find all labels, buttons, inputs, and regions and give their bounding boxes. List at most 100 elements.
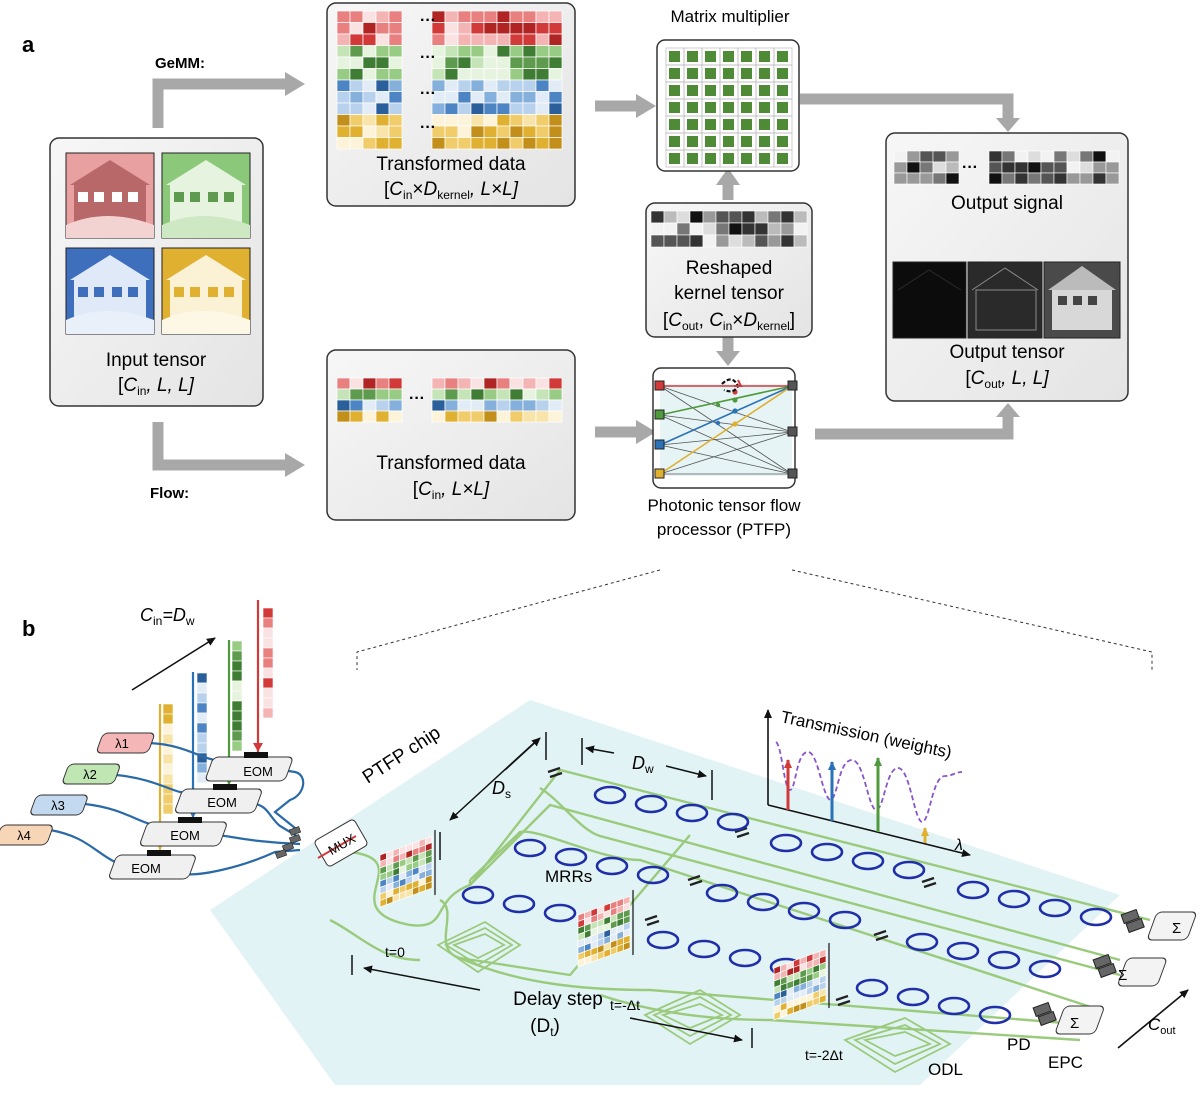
input-tensor-title: Input tensor	[106, 350, 207, 371]
input-tensor-box: Input tensor [Cin, L, L]	[49, 137, 264, 407]
svg-text:λ4: λ4	[17, 828, 31, 843]
detectors: Σ Σ Σ PD EPC ODL	[928, 908, 1197, 1079]
matrix-to-output-arrow	[800, 93, 1014, 120]
lasers: λ1 λ2 λ3 λ4	[0, 732, 155, 846]
ptfp-processor: Photonic tensor flow processor (PTFP)	[647, 367, 801, 539]
laser-3: λ3	[30, 794, 88, 816]
epc-label: EPC	[1048, 1053, 1083, 1072]
input-image-yellow	[161, 247, 251, 335]
laser-2: λ2	[62, 763, 120, 785]
svg-text:EOM: EOM	[207, 795, 237, 810]
chip-waveguides	[329, 768, 1151, 1042]
ds-label: Ds	[492, 778, 511, 801]
transformed-top-dims: [Cin×Dkernel, L×L]	[384, 179, 519, 202]
eom-2: EOM	[175, 784, 262, 814]
eoms: EOM EOM EOM EOM	[109, 752, 293, 880]
time-step-grids	[379, 829, 830, 1021]
svg-text:λ3: λ3	[51, 798, 65, 813]
ptfp-title-2: processor (PTFP)	[657, 520, 791, 539]
svg-text:···: ···	[420, 119, 436, 136]
input-image-green	[161, 152, 251, 239]
kernel-tensor-box: Reshaped kernel tensor [Cout, Cin×Dkerne…	[645, 202, 813, 338]
laser-1: λ1	[96, 732, 155, 754]
panel-b: b PTFP chip Cin=Dw λ1 λ2 λ3 λ4 EOM EOM E…	[0, 600, 1197, 1085]
cout-arrow	[1117, 989, 1189, 1049]
output-signal-ellipsis: ···	[962, 159, 978, 176]
mrr-rings	[461, 785, 1113, 1025]
panel-a-label: a	[22, 32, 35, 57]
delay-step-label: Delay step	[513, 989, 603, 1010]
flow-label: Flow:	[150, 485, 189, 502]
svg-text:λ2: λ2	[83, 767, 97, 782]
transformed-grid-bottom-right	[431, 377, 563, 423]
t2-label: t=-2Δt	[805, 1047, 843, 1063]
svg-text:Σ: Σ	[1172, 920, 1181, 937]
svg-text:···: ···	[420, 12, 436, 29]
svg-text:···: ···	[420, 49, 436, 66]
kernel-title-1: Reshaped	[686, 258, 773, 279]
svg-text:EOM: EOM	[170, 828, 200, 843]
output-signal-grid-left	[893, 150, 960, 185]
output-signal-grid-right	[988, 150, 1120, 185]
transformed-grid-top-right	[431, 10, 563, 150]
dimension-markers	[351, 732, 753, 1048]
gemm-arrow	[152, 78, 285, 128]
gemm-label: GeMM:	[155, 55, 205, 72]
odl-label: ODL	[928, 1060, 963, 1079]
transformed-data-top-box: ··· ··· ··· ··· Transformed data [Cin×Dk…	[326, 2, 576, 207]
cin-eq-label: Cin=Dw	[140, 605, 195, 628]
mux: MUX	[274, 819, 368, 867]
panel-b-label: b	[22, 616, 35, 641]
transformed-grid-bottom-left	[336, 377, 403, 423]
transformed-top-title: Transformed data	[376, 154, 526, 175]
ptfp-chip-substrate	[210, 700, 1120, 1085]
transformed-bottom-ellipsis: ···	[409, 390, 425, 407]
input-image-blue	[65, 247, 155, 335]
t1-label: t=-Δt	[610, 997, 640, 1013]
couplers	[547, 766, 937, 1007]
svg-text:Σ: Σ	[1118, 967, 1127, 984]
output-box: ··· Output signal Output tensor [Cout, L…	[885, 132, 1129, 402]
transformed-grid-top-left	[336, 10, 403, 150]
ptfp-to-output-arrow	[815, 415, 1014, 440]
svg-text:···: ···	[420, 85, 436, 102]
output-tensor-dims: [Cout, L, L]	[965, 368, 1049, 391]
svg-text:λ1: λ1	[115, 736, 129, 751]
delay-step-sub: (Dt)	[530, 1016, 560, 1039]
pd-label: PD	[1007, 1035, 1031, 1054]
zoom-lines	[356, 569, 1153, 672]
eom-4: EOM	[109, 850, 196, 880]
pd-epc-1: Σ	[1120, 908, 1197, 941]
output-signal-title: Output signal	[951, 193, 1063, 214]
matrix-multiplier-grid	[665, 47, 793, 168]
odl-spirals	[436, 920, 952, 1074]
laser-4: λ4	[0, 824, 53, 846]
input-tensor-dims: [Cin, L, L]	[118, 375, 195, 398]
kernel-grid	[650, 210, 808, 248]
transformed-bottom-dims: [Cin, L×L]	[413, 479, 490, 502]
eom-3: EOM	[140, 817, 227, 847]
transformed-top-ellipses: ··· ··· ··· ···	[420, 12, 436, 136]
eom-1: EOM	[205, 752, 293, 782]
transformed-data-bottom-box: ··· Transformed data [Cin, L×L]	[326, 349, 576, 521]
svg-text:Σ: Σ	[1070, 1015, 1079, 1032]
cin-arrow	[131, 637, 216, 691]
t0-label: t=0	[385, 944, 405, 960]
output-tensor-title: Output tensor	[949, 342, 1065, 363]
svg-text:EOM: EOM	[131, 861, 161, 876]
dw-label: Dw	[632, 753, 654, 776]
flow-arrows	[152, 78, 1014, 471]
matrix-multiplier-title: Matrix multiplier	[670, 7, 789, 26]
transformed-bottom-title: Transformed data	[376, 453, 526, 474]
input-image-red	[65, 152, 155, 239]
transmission-label: Transmission (weights)	[779, 707, 953, 762]
kernel-title-2: kernel tensor	[674, 283, 785, 304]
matrix-multiplier: Matrix multiplier	[656, 7, 800, 172]
cout-label: Cout	[1148, 1015, 1176, 1037]
flow-arrow	[152, 422, 285, 471]
mrrs-label: MRRs	[545, 867, 592, 886]
output-images	[892, 261, 1121, 339]
svg-text:EOM: EOM	[243, 764, 273, 779]
ptfp-title-1: Photonic tensor flow	[647, 496, 801, 515]
